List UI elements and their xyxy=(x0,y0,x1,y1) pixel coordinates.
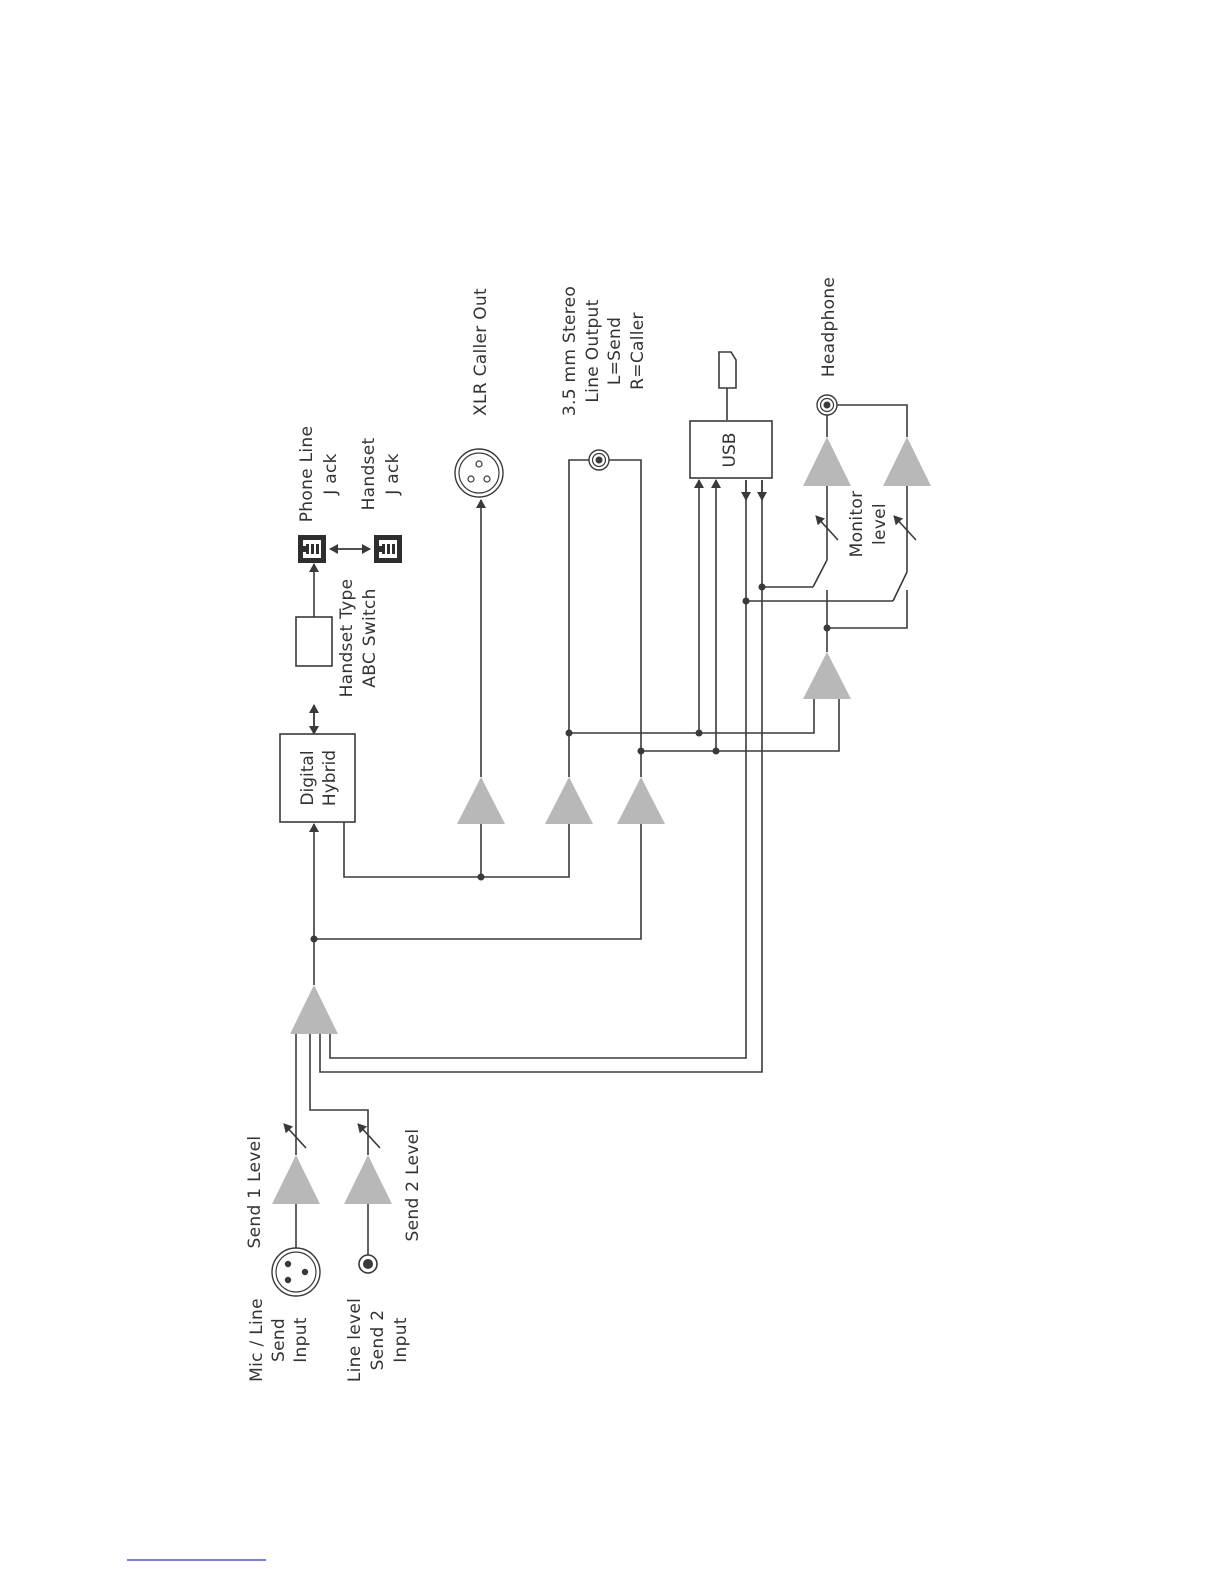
mini-jack-icon xyxy=(589,450,609,470)
send-mix-amp xyxy=(290,985,338,1034)
phone-line-label-1: Phone Line xyxy=(297,426,317,523)
mic-line-label-3: Input xyxy=(291,1317,311,1363)
stereo-out-label-3: L=Send xyxy=(605,317,625,385)
monitor-level-label-2: level xyxy=(870,503,890,545)
send1-level-label: Send 1 Level xyxy=(245,1136,265,1249)
caller-out-amp xyxy=(457,777,505,824)
headphone-amp-2 xyxy=(883,437,931,486)
line-level-label-1: Line level xyxy=(345,1298,365,1382)
line-out-caller-amp xyxy=(545,777,593,824)
digital-hybrid-label-1: Digital xyxy=(298,750,318,805)
handset-switch-block xyxy=(296,617,332,666)
handset-type-label-2: ABC Switch xyxy=(360,588,380,687)
usb-label: USB xyxy=(720,433,740,468)
junction-dots xyxy=(311,584,831,943)
usb-port-icon xyxy=(719,352,736,388)
send1-level-amp xyxy=(272,1155,320,1204)
xlr-connector-icon xyxy=(272,1248,320,1296)
handset-type-label-1: Handset Type xyxy=(337,579,357,698)
rj-jack-icon xyxy=(298,535,326,563)
diagram-labels: Mic / Line Send Input Line level Send 2 … xyxy=(245,277,890,1382)
xlr-caller-out-label: XLR Caller Out xyxy=(471,288,491,416)
handset-jack-label-1: Handset xyxy=(359,438,379,511)
handset-jack-label-2: J ack xyxy=(383,453,403,496)
amplifiers xyxy=(272,437,931,1204)
mini-jack-icon xyxy=(359,1255,377,1273)
line-out-send-amp xyxy=(617,777,665,824)
line-level-label-2: Send 2 xyxy=(368,1310,388,1371)
usb-block: USB xyxy=(690,421,772,478)
line-level-label-3: Input xyxy=(391,1317,411,1363)
mini-jack-icon xyxy=(817,395,837,415)
stereo-out-label-4: R=Caller xyxy=(628,312,648,390)
mic-line-label-1: Mic / Line xyxy=(247,1298,267,1382)
send2-level-amp xyxy=(344,1155,392,1204)
xlr-connector-icon xyxy=(455,449,503,497)
monitor-mix-amp xyxy=(803,652,851,699)
monitor-level-label-1: Monitor xyxy=(847,491,867,558)
signal-wires xyxy=(296,388,907,1272)
mic-line-label-2: Send xyxy=(269,1318,289,1362)
stereo-out-label-1: 3.5 mm Stereo xyxy=(560,286,580,416)
headphone-amp-1 xyxy=(803,437,851,486)
send2-level-label: Send 2 Level xyxy=(403,1129,423,1242)
phone-line-label-2: J ack xyxy=(321,453,341,496)
headphone-label: Headphone xyxy=(819,277,839,377)
digital-hybrid-label-2: Hybrid xyxy=(320,750,340,806)
rj-jack-icon xyxy=(374,535,402,563)
digital-hybrid-block: Digital Hybrid xyxy=(280,734,355,822)
stereo-out-label-2: Line Output xyxy=(583,299,603,402)
